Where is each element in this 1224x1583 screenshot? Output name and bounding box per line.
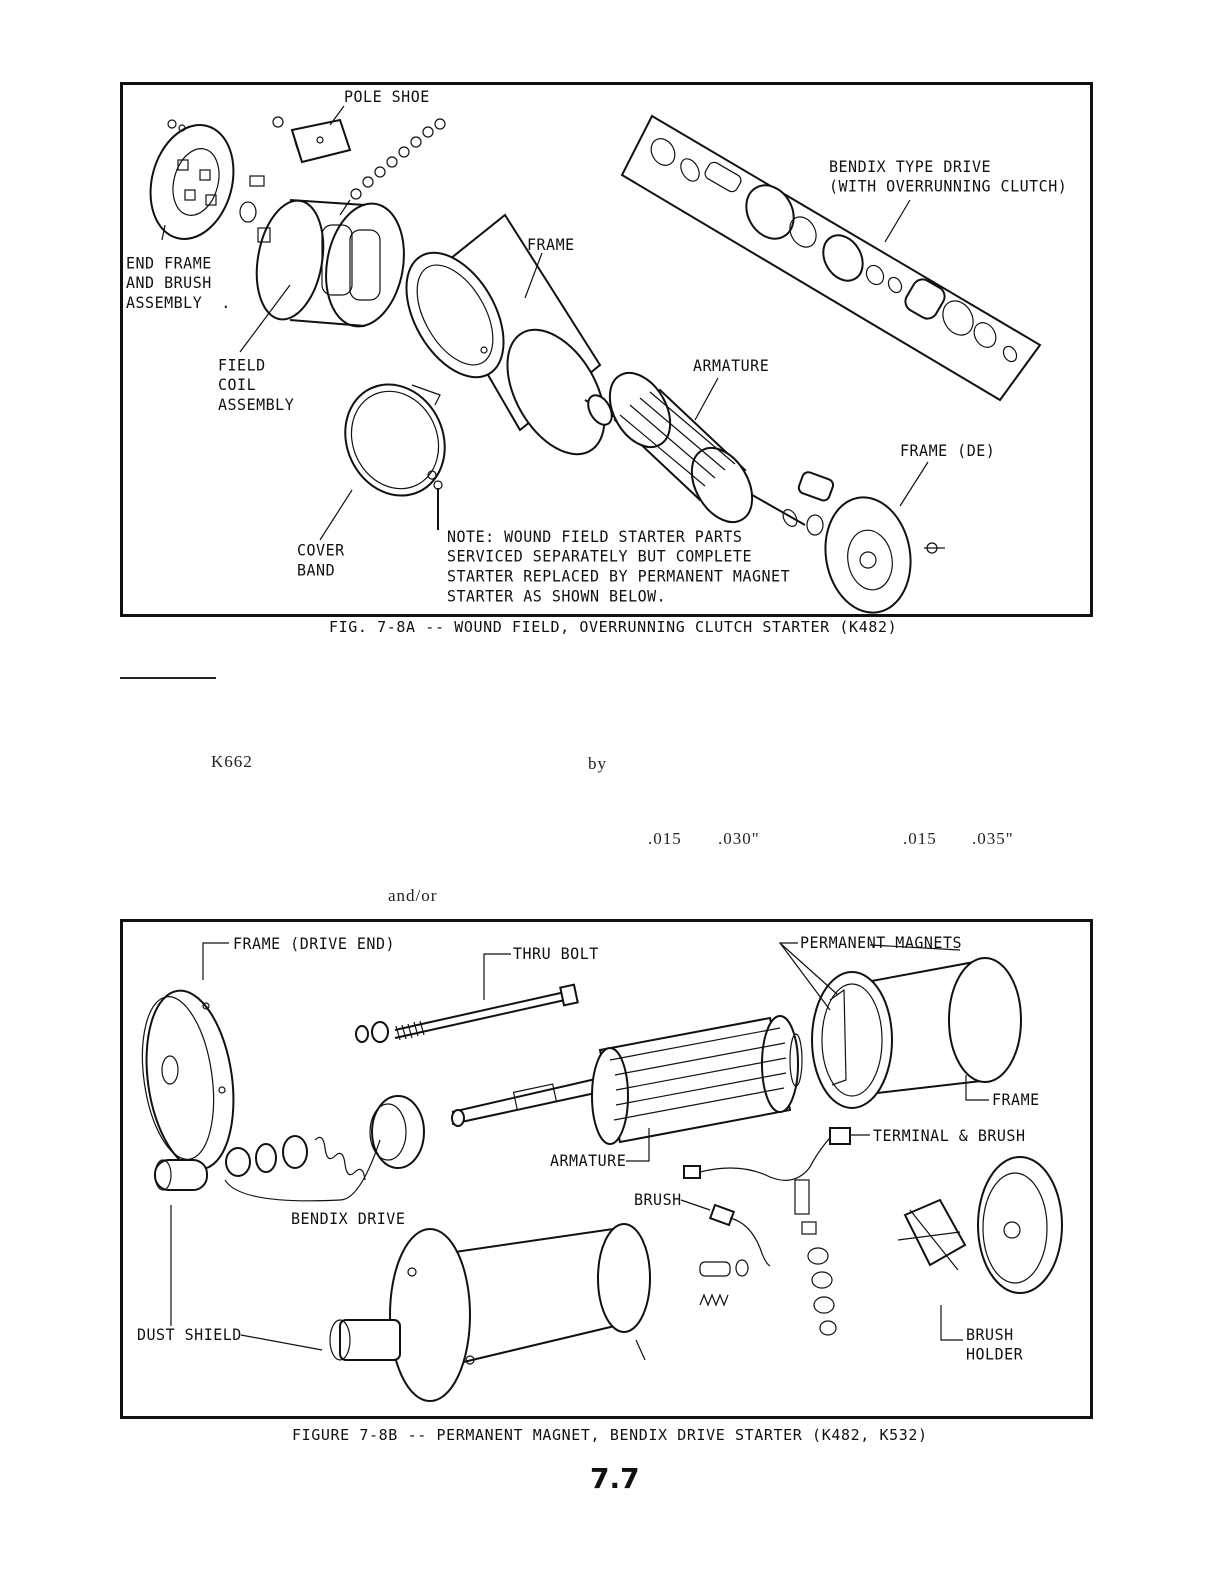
text-gap1-max: .030"	[718, 829, 760, 848]
screws-drawing	[339, 118, 446, 216]
figure-7-8b-caption: FIGURE 7-8B -- PERMANENT MAGNET, BENDIX …	[292, 1426, 928, 1444]
label-bendix-drive: BENDIX DRIVE	[291, 1209, 406, 1229]
label-brush-holder: BRUSH HOLDER	[966, 1325, 1024, 1364]
label-terminal-brush: TERMINAL & BRUSH	[873, 1126, 1026, 1146]
frame-drawing	[405, 213, 606, 456]
figure-7-8a-leaders	[161, 105, 929, 541]
label-pole-shoe: POLE SHOE	[344, 87, 430, 107]
assembled-starter-drawing	[329, 1223, 651, 1402]
label-thru-bolt: THRU BOLT	[513, 944, 599, 964]
brush-parts-drawing	[683, 1126, 851, 1336]
cover-band-drawing	[344, 383, 446, 530]
label-frame: FRAME	[527, 235, 575, 255]
thru-bolt-drawing	[355, 983, 579, 1043]
label-frame-b: FRAME	[992, 1090, 1040, 1110]
armature-drawing-b	[451, 1015, 803, 1145]
bendix-drive-parts-drawing	[154, 1095, 425, 1202]
frame-permanent-magnets-drawing	[811, 957, 1022, 1109]
text-model-k662: K662	[211, 752, 253, 771]
label-permanent-magnets: PERMANENT MAGNETS	[800, 933, 963, 953]
label-brush: BRUSH	[634, 1190, 682, 1210]
frame-drive-end-drawing	[141, 989, 235, 1171]
text-by: by	[588, 754, 607, 773]
pole-shoe-drawing	[272, 116, 352, 164]
figure-7-8a-caption: FIG. 7-8A -- WOUND FIELD, OVERRUNNING CL…	[329, 618, 898, 636]
page-number: 7.7	[590, 1462, 640, 1495]
label-armature: ARMATURE	[693, 356, 770, 376]
label-dust-shield: DUST SHIELD	[137, 1325, 242, 1345]
end-frame-brush-assembly-drawing	[149, 119, 235, 240]
bendix-drive-inset-drawing	[620, 114, 1042, 402]
label-armature-b: ARMATURE	[550, 1151, 627, 1171]
label-field-coil-assembly: FIELD COIL ASSEMBLY	[218, 355, 295, 415]
field-coil-assembly-drawing	[239, 175, 405, 328]
label-bendix-type-drive: BENDIX TYPE DRIVE (WITH OVERRUNNING CLUT…	[829, 157, 1068, 196]
label-cover-band: COVER BAND	[297, 541, 345, 580]
brush-holder-drawing	[897, 1156, 1063, 1294]
section-rule	[120, 677, 216, 679]
figure-7-8b-leaders	[170, 942, 989, 1351]
frame-de-drawing	[797, 471, 945, 614]
label-frame-drive-end: FRAME (DRIVE END)	[233, 934, 396, 954]
label-end-frame-brush-assembly: END FRAME AND BRUSH ASSEMBLY .	[126, 253, 231, 313]
text-gap2-max: .035"	[972, 829, 1014, 848]
figure-7-8a-note: NOTE: WOUND FIELD STARTER PARTS SERVICED…	[447, 527, 791, 606]
label-frame-de: FRAME (DE)	[900, 441, 996, 461]
text-and-or: and/or	[388, 886, 438, 905]
armature-drawing	[584, 372, 806, 527]
text-gap1-min: .015	[648, 829, 682, 848]
text-gap2-min: .015	[903, 829, 937, 848]
